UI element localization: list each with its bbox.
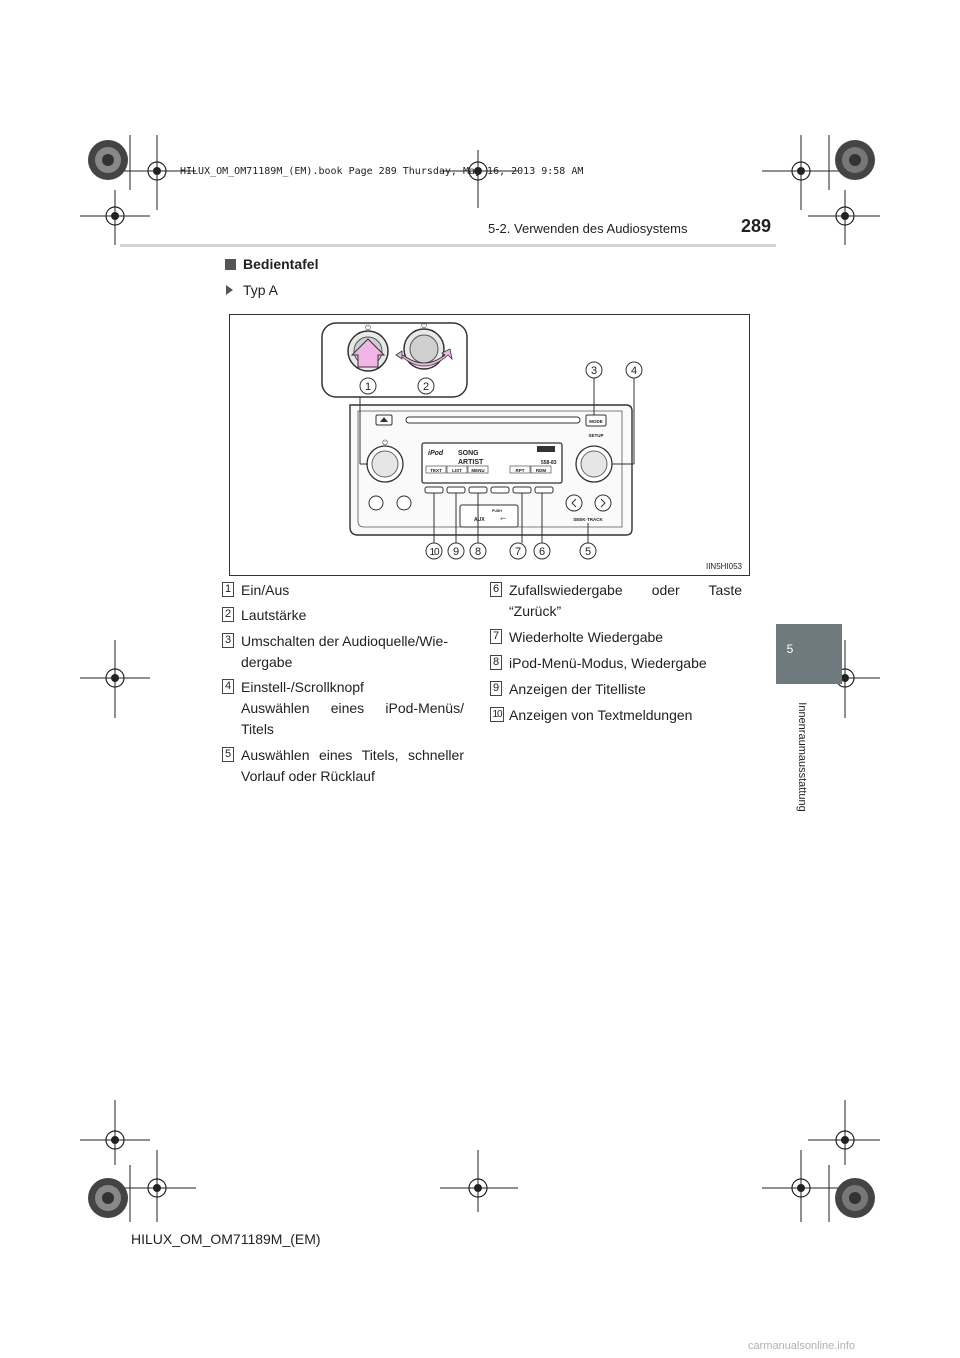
svg-text:558-83: 558-83 [541,460,557,466]
audio-panel-figure: ⏻ ⏻ 1 2 3 4 MODE SETUP ⏻ [229,314,750,576]
chapter-label: Innenraumausstattung [795,692,809,822]
phone-button [368,495,384,511]
seek-forward-button [594,494,612,512]
legend-item-5: 5 Auswählen eines Titels, schneller Vorl… [222,745,464,789]
svg-text:RDM: RDM [536,468,546,473]
preset-button-6 [534,486,554,494]
legend-item-4: 4 Einstell-/Scrollknopf Auswählen eines … [222,677,464,743]
preset-button-3 [468,486,488,494]
callout-9: 9 [453,546,459,558]
legend-number: 3 [222,633,234,648]
svg-text:RPT: RPT [516,468,525,473]
section-heading-text: Bedientafel [243,256,319,272]
figure-code: IIN5HI053 [706,562,743,571]
svg-text:iPod: iPod [428,450,444,457]
legend-number: 6 [490,582,502,597]
legend-number: 4 [222,679,234,694]
svg-text:⏻: ⏻ [365,324,371,332]
watermark: carmanualsonline.info [748,1340,856,1352]
legend-number: 7 [490,629,502,644]
legend-number: 5 [222,747,234,762]
svg-text:⏻: ⏻ [382,439,388,447]
svg-text:⏻: ⏻ [421,322,427,330]
callout-2: 2 [423,381,429,393]
svg-text:SEEK·TRACK: SEEK·TRACK [573,517,603,522]
legend-number: 10 [490,707,504,722]
chapter-number: 5 [786,642,794,656]
preset-button-4 [490,486,510,494]
sub-heading-text: Typ A [243,282,279,298]
callout-1: 1 [365,381,371,393]
svg-text:LIST: LIST [452,468,462,473]
svg-text:SONG: SONG [458,450,479,457]
legend-number: 2 [222,607,234,622]
callout-10: 10 [429,547,440,558]
svg-text:AUX: AUX [474,517,485,523]
square-bullet-icon [225,259,236,270]
legend-item-3: 3 Umschalten der Audioquelle/Wie- dergab… [222,631,464,675]
inset-frame [321,322,468,398]
section-heading: Bedientafel [225,256,318,272]
section-title: 5-2. Verwenden des Audiosystems [488,221,688,236]
seek-back-button [565,494,583,512]
svg-text:SETUP: SETUP [588,433,603,438]
legend-item-6: 6 Zufallswiedergabe oder Taste “Zurück” [490,580,742,624]
aux-usb-cover [459,504,519,528]
svg-text:MENU: MENU [471,468,484,473]
callout-5: 5 [585,546,591,558]
svg-text:TEXT: TEXT [430,468,442,473]
callout-4: 4 [631,365,637,377]
preset-button-1 [424,486,444,494]
legend-number: 1 [222,582,234,597]
legend-number: 8 [490,655,502,670]
chapter-tab [776,624,842,684]
triangle-bullet-icon [226,285,233,295]
cd-slot [405,416,581,424]
push-arrow-icon [350,338,386,368]
mode-button [585,414,607,427]
svg-text:PUSH: PUSH [492,509,502,513]
footer-doc-code: HILUX_OM_OM71189M_(EM) [131,1231,321,1247]
rotate-arrow-icon [398,348,453,367]
page-number: 289 [741,216,772,236]
svg-text:MODE: MODE [589,419,603,424]
header-rule [120,244,776,247]
legend-number: 9 [490,681,502,696]
svg-text:ARTIST: ARTIST [458,459,484,466]
hangup-button [396,495,412,511]
svg-text:⇽: ⇽ [500,515,506,523]
chapter-label-text: Innenraumausstattung [796,702,808,812]
callout-6: 6 [539,546,545,558]
book-info-line: HILUX_OM_OM71189M_(EM).book Page 289 Thu… [180,166,584,177]
callout-7: 7 [515,546,521,558]
sub-heading: Typ A [226,282,278,298]
preset-button-2 [446,486,466,494]
callout-3: 3 [591,365,597,377]
preset-button-5 [512,486,532,494]
callout-8: 8 [475,546,481,558]
audio-panel-illustration: ⏻ ⏻ 1 2 3 4 MODE SETUP ⏻ [321,322,743,571]
